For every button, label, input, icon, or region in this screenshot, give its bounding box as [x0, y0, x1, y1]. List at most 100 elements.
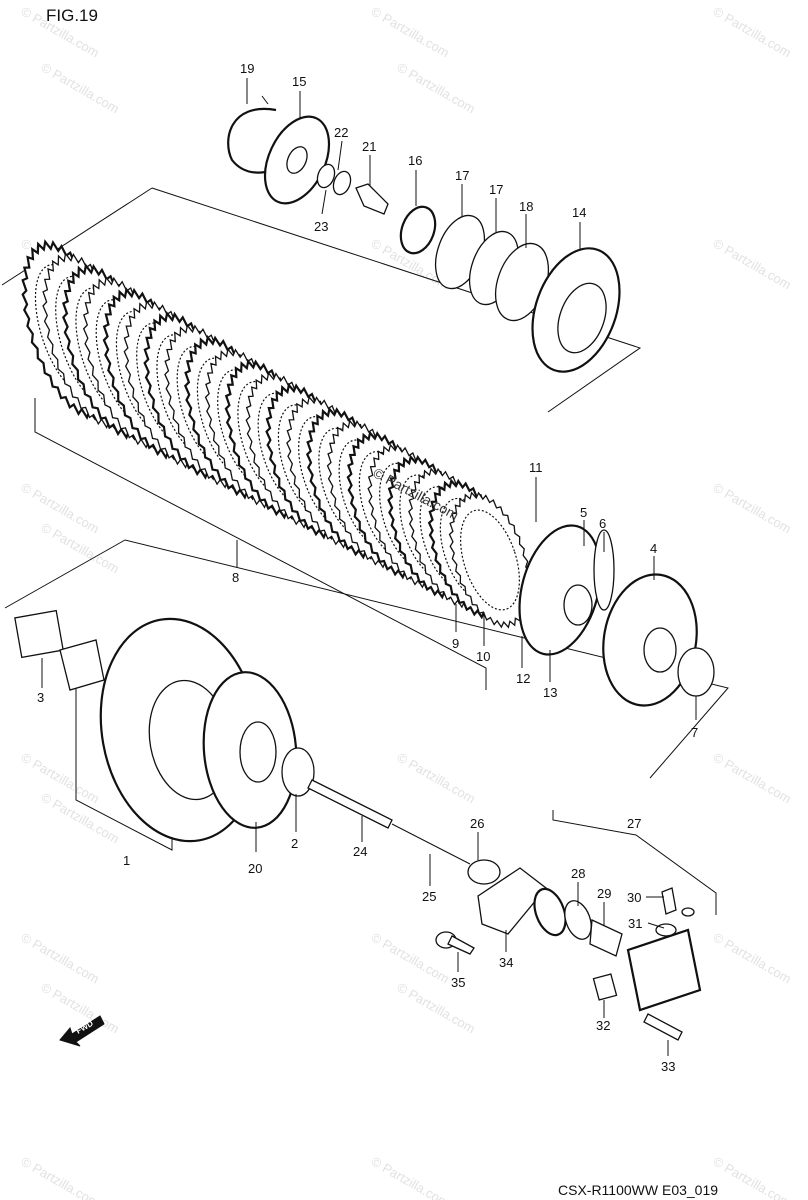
- callout-9: 9: [452, 636, 459, 651]
- oil-seal-26-part: [467, 859, 501, 885]
- clutch-plate-bracket: [34, 398, 487, 690]
- forward-arrow-icon: [59, 1015, 105, 1047]
- slave-cylinder-27-body: [626, 928, 702, 1012]
- lower-bracket-right: [124, 539, 729, 779]
- callout-labels: 1 2 3 4 5 6 7 8 9 10 11 12 13 14 15 16 1…: [37, 61, 698, 1074]
- bolt-21-part: [355, 183, 389, 215]
- watermark-text: © Partzilla.com: [711, 4, 794, 61]
- watermark-text: © Partzilla.com: [711, 480, 794, 537]
- spring-plate-hub: [286, 146, 308, 174]
- bolt-33-part: [643, 1013, 683, 1041]
- callout-17b: 17: [489, 182, 503, 197]
- callout-12: 12: [516, 671, 530, 686]
- needle-bearing-3-part: [14, 609, 64, 659]
- bleeder-30-part: [661, 887, 677, 915]
- bearing-16-part: [399, 205, 437, 255]
- sprocket-20-bore: [239, 721, 277, 783]
- callout-27: 27: [627, 816, 641, 831]
- piston-part: [533, 887, 567, 937]
- callout-20: 20: [248, 861, 262, 876]
- callout-25: 25: [422, 889, 436, 904]
- callout-4: 4: [650, 541, 657, 556]
- seal-28-part: [564, 900, 592, 940]
- washer-2-part: [281, 747, 315, 797]
- watermark-text: © Partzilla.com: [369, 1154, 452, 1200]
- watermark-text: © Partzilla.com: [39, 60, 122, 117]
- callout-14: 14: [572, 205, 586, 220]
- watermark-text: © Partzilla.com: [395, 60, 478, 117]
- dowel-32-part: [592, 973, 618, 1001]
- callout-24: 24: [353, 844, 367, 859]
- callout-15: 15: [292, 74, 306, 89]
- figure-title: FIG.19: [46, 6, 98, 25]
- callout-6: 6: [599, 516, 606, 531]
- callout-22: 22: [334, 125, 348, 140]
- callout-5: 5: [580, 505, 587, 520]
- watermark-text: © Partzilla.com: [711, 1154, 794, 1200]
- ring-6-part: [593, 529, 615, 611]
- watermark-text: © Partzilla.com: [711, 930, 794, 987]
- washer-31-part: [655, 923, 677, 937]
- push-rod-assembly: [307, 779, 547, 955]
- push-rod-25-part: [391, 823, 471, 865]
- callout-17a: 17: [455, 168, 469, 183]
- leader-23: [321, 189, 327, 215]
- watermark-text: © Partzilla.com: [711, 236, 794, 293]
- lower-bracket-left: [4, 539, 126, 609]
- cover-34-part: [477, 867, 547, 935]
- leader-22: [337, 140, 343, 171]
- watermark-text: © Partzilla.com: [19, 930, 102, 987]
- group-bracket-lines: [1, 187, 729, 915]
- callout-26: 26: [470, 816, 484, 831]
- watermark-text: © Partzilla.com: [395, 750, 478, 807]
- spacer-part: [59, 639, 105, 691]
- callout-7: 7: [691, 725, 698, 740]
- leader-lines: [41, 78, 697, 1056]
- callout-8: 8: [232, 570, 239, 585]
- nut-23-part: [332, 170, 352, 196]
- callout-11: 11: [529, 460, 543, 475]
- callout-10: 10: [476, 649, 490, 664]
- callout-31: 31: [628, 916, 642, 931]
- callout-18: 18: [519, 199, 533, 214]
- clutch-plate-stack: [21, 239, 532, 629]
- callout-19: 19: [240, 61, 254, 76]
- watermark-text: © Partzilla.com: [369, 4, 452, 61]
- callout-35: 35: [451, 975, 465, 990]
- callout-34: 34: [499, 955, 513, 970]
- callout-1: 1: [123, 853, 130, 868]
- watermark-text: © Partzilla.com: [19, 1154, 102, 1200]
- washer-5-part: [563, 584, 593, 626]
- callout-16: 16: [408, 153, 422, 168]
- washer-7-part: [677, 647, 715, 697]
- circlip-tip: [261, 95, 269, 105]
- callout-21: 21: [362, 139, 376, 154]
- bleeder-cap-part: [681, 907, 695, 917]
- callout-33: 33: [661, 1059, 675, 1074]
- bolt-35-shank: [447, 935, 475, 955]
- pressure-plate-14-bore: [557, 282, 607, 354]
- callout-29: 29: [597, 886, 611, 901]
- clutch-boss-assembly: [518, 524, 715, 707]
- footer-code: CSX-R1100WW E03_019: [558, 1182, 718, 1198]
- watermark-text: © Partzilla.com: [711, 750, 794, 807]
- callout-30: 30: [627, 890, 641, 905]
- slave-cylinder-assembly: [533, 887, 702, 1041]
- callout-3: 3: [37, 690, 44, 705]
- plate-inner-ring: [460, 509, 520, 611]
- upper-bracket-line: [151, 187, 642, 413]
- leader-31: [647, 922, 665, 929]
- spring-29-part: [589, 919, 623, 957]
- pressure-plate-assembly: [227, 95, 621, 373]
- primary-gear-4-hub: [643, 627, 677, 673]
- callout-28: 28: [571, 866, 585, 881]
- callout-13: 13: [543, 685, 557, 700]
- clutch-housing-assembly: [14, 609, 315, 843]
- slave-cylinder-bracket: [552, 810, 717, 915]
- callout-32: 32: [596, 1018, 610, 1033]
- push-rod-24-part: [307, 779, 393, 829]
- callout-23: 23: [314, 219, 328, 234]
- forward-arrow: FWD: [59, 1015, 105, 1047]
- callout-2: 2: [291, 836, 298, 851]
